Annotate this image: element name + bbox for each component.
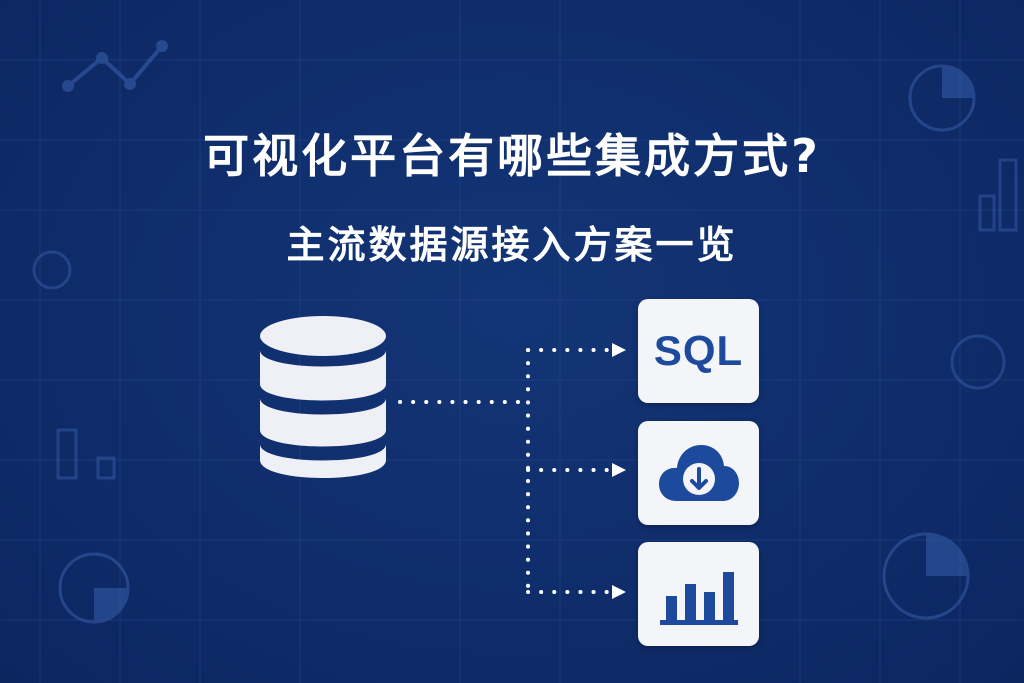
database-icon <box>260 316 386 478</box>
bar-chart-icon <box>659 572 738 625</box>
arrow-cloud-icon <box>612 463 626 477</box>
arrow-chart-icon <box>612 585 626 599</box>
page-title: 可视化平台有哪些集成方式? <box>203 129 821 183</box>
bg-pie-icon-3 <box>882 532 970 620</box>
bg-pie-icon-2 <box>58 552 130 624</box>
page-subtitle: 主流数据源接入方案一览 <box>286 223 738 267</box>
bg-line-chart-icon <box>62 40 168 92</box>
cloud-card <box>638 421 759 525</box>
bg-pie-icon <box>908 64 976 132</box>
sql-label: SQL <box>653 327 744 374</box>
sql-card: SQL <box>638 299 759 403</box>
arrow-sql-icon <box>612 343 626 357</box>
chart-card <box>638 542 759 646</box>
cloud-download-icon <box>658 445 739 501</box>
